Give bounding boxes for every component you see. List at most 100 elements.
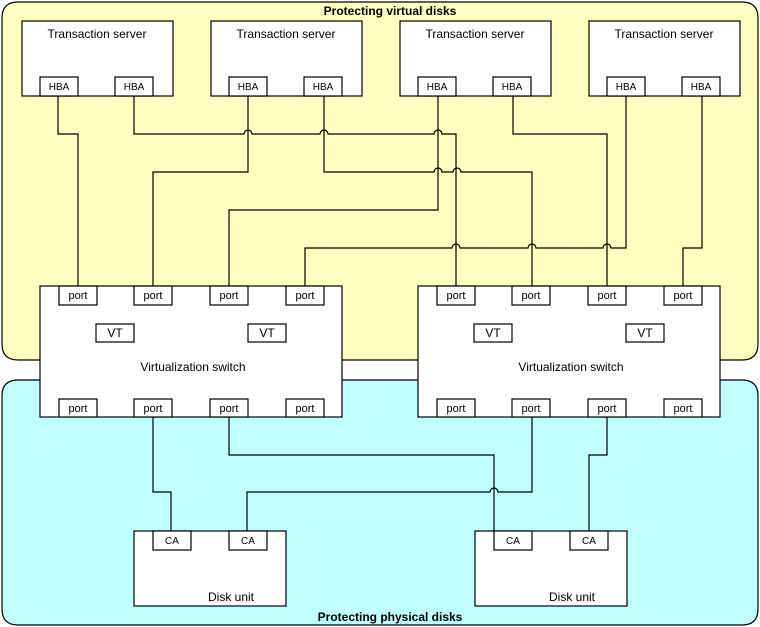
virtual-target-label: VT (637, 326, 653, 340)
hba-adapter: HBA (492, 76, 532, 97)
virtual-target-label: VT (485, 326, 501, 340)
switch-bottom-port-label: port (69, 403, 88, 415)
switch-top-port-label: port (674, 290, 693, 302)
switch-top-port: port (209, 285, 249, 306)
switch-bottom-port-frame (285, 398, 325, 418)
switch-bottom-port: port (58, 398, 98, 418)
switch-top-port-label: port (69, 290, 88, 302)
switch-label: Virtualization switch (140, 360, 245, 374)
switch-top-port: port (133, 285, 173, 306)
switch-bottom-port-frame (209, 398, 249, 418)
hba-adapter-label: HBA (616, 82, 637, 93)
switch-bottom-port-frame (511, 398, 551, 418)
server-label: Transaction server (237, 27, 336, 41)
hba-adapter: HBA (681, 76, 721, 97)
hba-adapter-frame (681, 76, 721, 97)
switch-top-port: port (587, 285, 627, 306)
link-s4hba1-sw1p4 (304, 96, 627, 286)
server-label: Transaction server (426, 27, 525, 41)
switch-top-port-frame (587, 285, 627, 306)
hba-adapter-label: HBA (313, 82, 334, 93)
hba-adapter-label: HBA (502, 82, 523, 93)
disk-label: Disk unit (549, 590, 596, 604)
switch-top-port-frame (285, 285, 325, 306)
virtualization-switch: Virtualization switch port port port port por… (39, 285, 343, 418)
hba-adapter-frame (303, 76, 343, 97)
channel-adapter: CA (228, 530, 268, 551)
hba-adapter: HBA (39, 76, 79, 97)
hba-adapter: HBA (417, 76, 457, 97)
switch-bottom-port-label: port (144, 403, 163, 415)
switch-bottom-port-label: port (296, 403, 315, 415)
channel-adapter-label: CA (582, 536, 596, 547)
link-sw1p2-disk1ca1 (152, 417, 172, 532)
channel-adapter-frame (152, 530, 192, 551)
switch-bottom-port-frame (436, 398, 476, 418)
channel-adapter-label: CA (165, 536, 179, 547)
switch-bottom-port-label: port (447, 403, 466, 415)
switch-top-port-frame (58, 285, 98, 306)
switch-frame (39, 285, 343, 418)
server-label: Transaction server (615, 27, 714, 41)
switch-bottom-port: port (133, 398, 173, 418)
hba-adapter-frame (492, 76, 532, 97)
virtual-target-frame (625, 323, 665, 343)
switch-top-port-label: port (522, 290, 541, 302)
switch-bottom-port: port (587, 398, 627, 418)
hba-adapter-frame (417, 76, 457, 97)
switch-bottom-port-label: port (598, 403, 617, 415)
switch-top-port-label: port (296, 290, 315, 302)
switch-bottom-port: port (285, 398, 325, 418)
virtual-target: VT (625, 323, 665, 343)
channel-adapter: CA (152, 530, 192, 551)
virtual-target: VT (473, 323, 513, 343)
virtual-target-frame (95, 323, 135, 343)
hba-adapter-frame (39, 76, 79, 97)
switch-bottom-port: port (436, 398, 476, 418)
switch-top-port-label: port (144, 290, 163, 302)
channel-adapter-frame (569, 530, 609, 551)
link-s3hba2-sw2p3 (512, 96, 608, 286)
link-sw2p3-disk2ca2 (588, 417, 608, 532)
hba-adapter-label: HBA (691, 82, 712, 93)
switch-frame (417, 285, 721, 418)
link-s3hba1-sw1p3 (228, 96, 439, 286)
switch-bottom-port: port (663, 398, 703, 418)
switch-bottom-port-label: port (220, 403, 239, 415)
switch-top-port-frame (436, 285, 476, 306)
virtual-target: VT (95, 323, 135, 343)
hba-adapter: HBA (228, 76, 268, 97)
link-sw1p3-disk2ca1 (228, 417, 495, 532)
switch-bottom-port: port (209, 398, 249, 418)
zone-virtual-disks (1, 1, 759, 361)
virtual-target: VT (247, 323, 287, 343)
switch-bottom-port-frame (663, 398, 703, 418)
hba-adapter-label: HBA (427, 82, 448, 93)
switch-bottom-port-frame (133, 398, 173, 418)
hba-adapter-frame (228, 76, 268, 97)
server-label: Transaction server (48, 27, 147, 41)
switch-bottom-port-label: port (674, 403, 693, 415)
switch-top-port-frame (133, 285, 173, 306)
virtualization-switch: Virtualization switch port port port port por… (417, 285, 721, 418)
link-sw2p2-disk1ca2 (246, 417, 533, 532)
link-s1hba1-sw1p1 (57, 96, 79, 286)
channel-adapter: CA (493, 530, 533, 551)
link-s2hba2-sw2p2 (323, 96, 533, 286)
virtual-target-frame (247, 323, 287, 343)
switch-top-port-label: port (447, 290, 466, 302)
virtual-target-label: VT (107, 326, 123, 340)
switch-top-port-frame (511, 285, 551, 306)
link-s2hba1-sw1p2 (152, 96, 249, 286)
switch-top-port: port (663, 285, 703, 306)
switch-disk-links (152, 417, 608, 532)
channel-adapter: CA (569, 530, 609, 551)
hba-adapter: HBA (114, 76, 154, 97)
switch-label: Virtualization switch (518, 360, 623, 374)
switch-bottom-port: port (511, 398, 551, 418)
switch-top-port: port (285, 285, 325, 306)
